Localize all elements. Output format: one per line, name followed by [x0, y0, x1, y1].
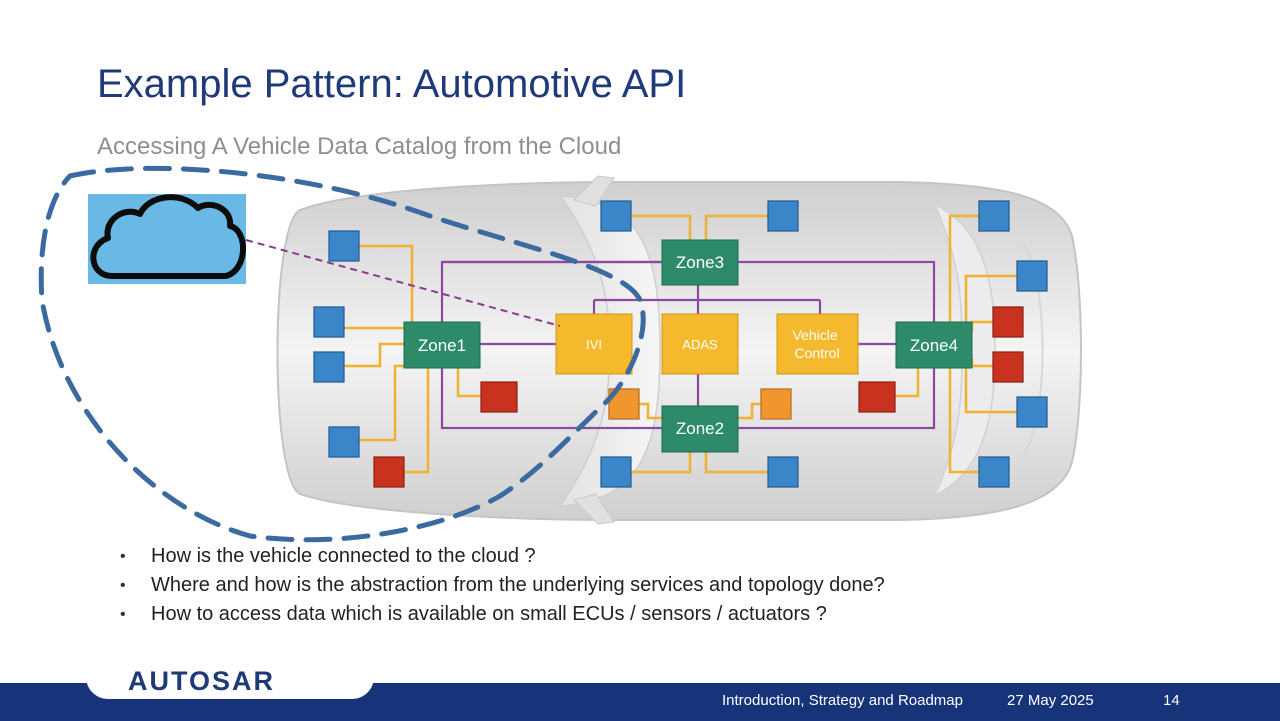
small-ecu-box: [760, 388, 792, 420]
zone2-node: Zone2: [661, 405, 739, 453]
actuator-box: [992, 351, 1024, 383]
zone4-node: Zone4: [895, 321, 973, 369]
cloud-connection-line: [245, 239, 561, 327]
sensor-box: [328, 426, 360, 458]
slide-subtitle: Accessing A Vehicle Data Catalog from th…: [97, 133, 622, 160]
slide-title: Example Pattern: Automotive API: [97, 62, 687, 106]
question-list: How is the vehicle connected to the clou…: [120, 542, 885, 629]
small-ecu-group: [608, 388, 792, 420]
sensor-box: [1016, 260, 1048, 292]
zone1-label: Zone1: [418, 336, 466, 355]
zone3-node: Zone3: [661, 239, 739, 286]
adas-label: ADAS: [682, 337, 718, 352]
zone1-node: Zone1: [403, 321, 481, 369]
sensor-box: [767, 456, 799, 488]
sensor-box: [313, 351, 345, 383]
sensor-group: [313, 200, 1048, 488]
cloud-icon: [90, 194, 246, 279]
actuator-group: [373, 306, 1024, 488]
question-item: How is the vehicle connected to the clou…: [120, 542, 885, 571]
footer-date: 27 May 2025: [1007, 692, 1094, 709]
vehicle-control-node: Vehicle Control: [776, 313, 859, 375]
logo-tab: [86, 661, 374, 699]
zone2-label: Zone2: [676, 419, 724, 438]
sensor-box: [1016, 396, 1048, 428]
question-item: How to access data which is available on…: [120, 600, 885, 629]
sensor-box: [328, 230, 360, 262]
vehicle-control-label: Vehicle Control: [792, 327, 841, 361]
zone4-label: Zone4: [910, 336, 958, 355]
ivi-node: IVI: [555, 313, 633, 375]
sensor-box: [600, 456, 632, 488]
sensor-box: [978, 456, 1010, 488]
sensor-box: [978, 200, 1010, 232]
sensor-box: [600, 200, 632, 232]
adas-node: ADAS: [661, 313, 739, 375]
page-number: 14: [1163, 692, 1180, 709]
cloud-node: [88, 194, 246, 284]
actuator-box: [480, 381, 518, 413]
orange-wiring: [344, 214, 1032, 474]
actuator-box: [858, 381, 896, 413]
autosar-logo: AUTOSAR: [128, 666, 276, 696]
question-item: Where and how is the abstraction from th…: [120, 571, 885, 600]
zone3-label: Zone3: [676, 253, 724, 272]
footer-section: Introduction, Strategy and Roadmap: [722, 692, 963, 709]
cloud-access-boundary: [38, 165, 646, 543]
sensor-box: [313, 306, 345, 338]
actuator-box: [373, 456, 405, 488]
actuator-box: [992, 306, 1024, 338]
ivi-label: IVI: [586, 337, 602, 352]
sensor-box: [767, 200, 799, 232]
